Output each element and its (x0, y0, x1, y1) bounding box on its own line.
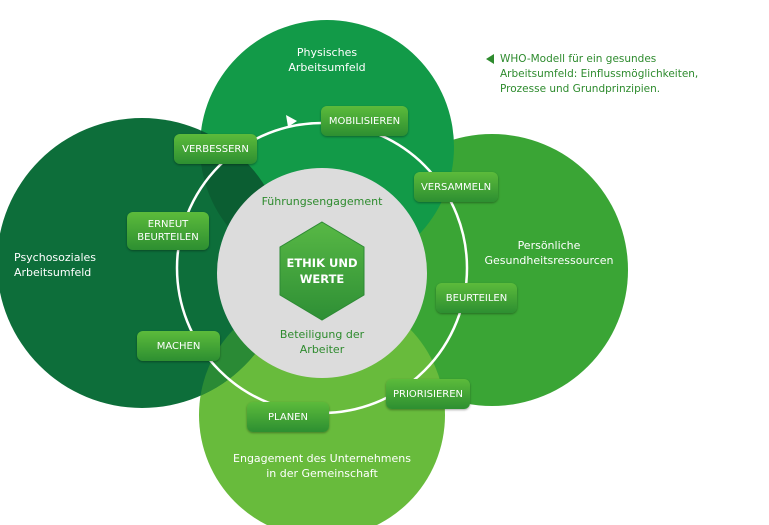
step-mobilisieren[interactable]: MOBILISIEREN (321, 106, 408, 136)
step-planen[interactable]: PLANEN (247, 402, 329, 432)
psychosocial-physical-overlap (200, 118, 287, 274)
step-versammeln[interactable]: VERSAMMELN (414, 172, 498, 202)
ethics-values-title: ETHIK UND WERTE (286, 256, 358, 286)
step-erneut-beurteilen[interactable]: ERNEUT BEURTEILEN (127, 212, 209, 250)
physical-environment-label: Physisches Arbeitsumfeld (288, 46, 366, 74)
figure-caption: WHO-Modell für ein gesundes Arbeitsumfel… (500, 53, 699, 95)
personal-resources-label: Persönliche Gesundheitsressourcen (484, 239, 614, 267)
step-beurteilen[interactable]: BEURTEILEN (436, 283, 517, 313)
worker-participation-label: Beteiligung der Arbeiter (279, 328, 365, 356)
psychosocial-environment-label: Psychosoziales Arbeitsumfeld (14, 251, 97, 279)
step-verbessern[interactable]: VERBESSERN (174, 134, 257, 164)
arrow-right-icon (286, 115, 297, 127)
community-engagement-label: Engagement des Unternehmens in der Gemei… (233, 452, 411, 480)
ethics-hexagon (279, 221, 365, 321)
leadership-engagement-label: Führungsengagement (261, 195, 383, 208)
triangle-left-icon (486, 54, 494, 64)
step-machen[interactable]: MACHEN (137, 331, 220, 361)
step-priorisieren[interactable]: PRIORISIEREN (386, 379, 470, 409)
